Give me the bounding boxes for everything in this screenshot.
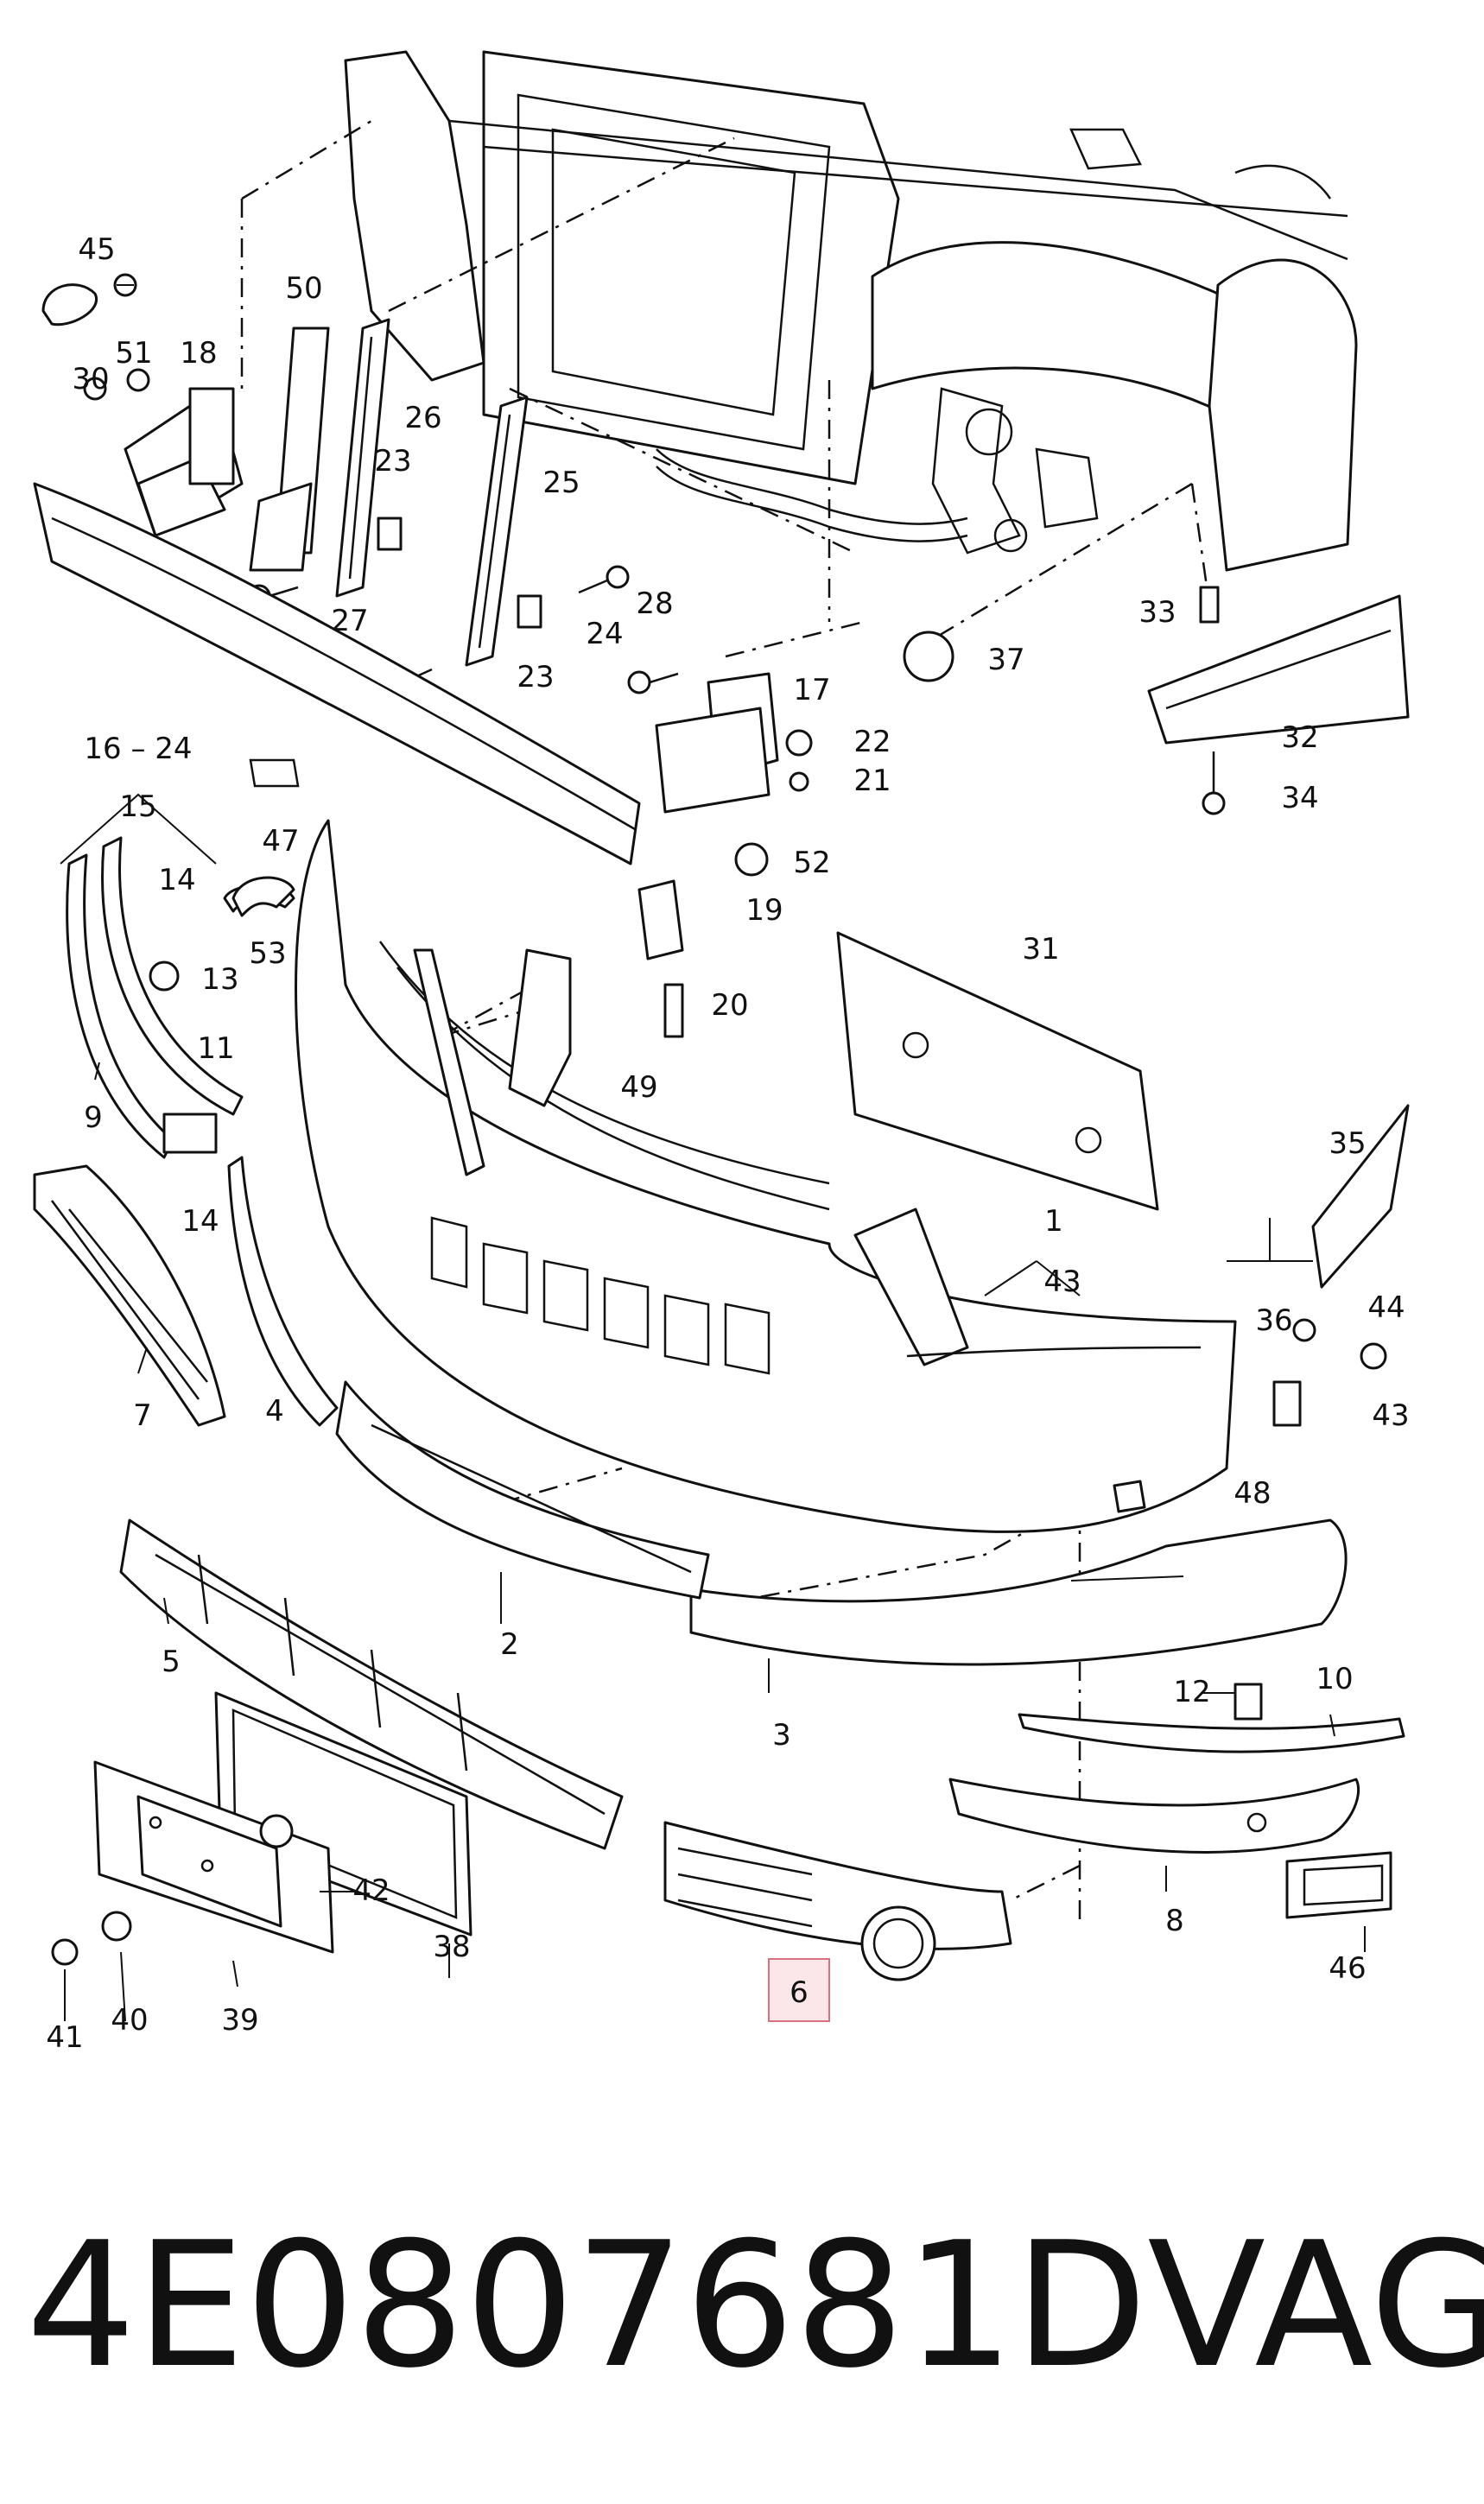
bracket-47 bbox=[249, 758, 300, 788]
callout-23-lower: 23 bbox=[517, 660, 554, 694]
callout-43-upper: 43 bbox=[1043, 1265, 1081, 1299]
brand-name: VAG bbox=[1147, 2205, 1484, 2406]
trim-strip-11-9 bbox=[66, 836, 295, 1159]
callout-16-24: 16 – 24 bbox=[84, 732, 192, 766]
callout-44: 44 bbox=[1367, 1290, 1405, 1325]
callout-50: 50 bbox=[285, 271, 322, 306]
callout-21: 21 bbox=[853, 764, 891, 798]
grille-5 bbox=[119, 1518, 624, 1850]
callout-35: 35 bbox=[1329, 1126, 1366, 1161]
callout-49: 49 bbox=[620, 1070, 657, 1105]
bracket-48 bbox=[1113, 1480, 1146, 1513]
bolt-45-30-51 bbox=[41, 273, 150, 401]
grille-6-fog-light-cover bbox=[663, 1821, 1012, 1981]
callout-17: 17 bbox=[793, 673, 830, 707]
strut-25 bbox=[465, 396, 529, 667]
clip-33-bolt-34 bbox=[1199, 586, 1226, 815]
callout-43-lower: 43 bbox=[1372, 1398, 1409, 1433]
callout-2: 2 bbox=[500, 1627, 519, 1662]
callout-31: 31 bbox=[1022, 932, 1059, 967]
clip-12 bbox=[1233, 1683, 1263, 1721]
callout-10: 10 bbox=[1316, 1662, 1353, 1696]
callout-6-highlight: 6 bbox=[768, 1958, 830, 2022]
callout-46: 46 bbox=[1329, 1951, 1366, 1986]
bolt-36-nut-44-43 bbox=[1272, 1318, 1387, 1427]
bracket-50 bbox=[249, 326, 330, 572]
spoiler-3 bbox=[689, 1518, 1348, 1666]
callout-8: 8 bbox=[1165, 1904, 1184, 1938]
bracket-17-19-20 bbox=[637, 672, 779, 1038]
callout-24: 24 bbox=[586, 617, 623, 651]
clip-53 bbox=[231, 876, 295, 917]
callout-4: 4 bbox=[265, 1394, 284, 1429]
fog-light-46 bbox=[1285, 1851, 1392, 1919]
part-number: 4E0807681D bbox=[26, 2205, 1148, 2406]
callout-3: 3 bbox=[772, 1718, 791, 1753]
leader-lines bbox=[60, 284, 1366, 2022]
callout-39: 39 bbox=[221, 2003, 258, 2038]
callout-33: 33 bbox=[1138, 595, 1176, 630]
callout-42: 42 bbox=[352, 1873, 390, 1908]
callout-labels: 45 51 18 30 50 26 23 25 27 28 24 23 17 2… bbox=[46, 232, 1409, 2055]
plate-holder-39 bbox=[93, 1760, 334, 1954]
callout-19: 19 bbox=[745, 893, 783, 928]
car-front-body bbox=[344, 50, 1358, 572]
callout-45: 45 bbox=[78, 232, 115, 267]
callout-47: 47 bbox=[262, 824, 299, 859]
callout-32: 32 bbox=[1281, 720, 1318, 755]
callout-34: 34 bbox=[1281, 781, 1318, 815]
callout-14-lower: 14 bbox=[181, 1204, 219, 1239]
callout-12: 12 bbox=[1173, 1675, 1210, 1709]
frame-38 bbox=[214, 1691, 472, 1937]
crossmember-9 bbox=[33, 482, 641, 865]
callout-30: 30 bbox=[72, 362, 109, 396]
callout-25: 25 bbox=[542, 466, 580, 500]
callout-38: 38 bbox=[433, 1930, 470, 1964]
fasteners-40-41-42 bbox=[51, 1814, 294, 1966]
callout-14-upper: 14 bbox=[158, 863, 195, 897]
moulding-8-10 bbox=[948, 1713, 1405, 1854]
callout-52: 52 bbox=[793, 846, 830, 880]
callout-1: 1 bbox=[1044, 1204, 1063, 1239]
callout-51: 51 bbox=[115, 336, 152, 371]
callout-53: 53 bbox=[249, 936, 286, 971]
bracket-35 bbox=[1311, 1104, 1410, 1289]
callout-9: 9 bbox=[84, 1100, 103, 1135]
callout-41: 41 bbox=[46, 2020, 83, 2055]
callout-23-upper: 23 bbox=[374, 444, 411, 479]
bracket-32 bbox=[1147, 594, 1410, 745]
callout-28: 28 bbox=[636, 586, 673, 621]
callout-6: 6 bbox=[790, 1975, 809, 2010]
nuts-22-21-52-37 bbox=[734, 631, 954, 877]
callout-18: 18 bbox=[180, 336, 217, 371]
callout-37: 37 bbox=[987, 643, 1024, 677]
callout-27: 27 bbox=[331, 604, 368, 638]
bracket-18 bbox=[124, 387, 244, 537]
callout-7: 7 bbox=[133, 1398, 152, 1433]
clip-23 bbox=[377, 517, 542, 629]
callout-15: 15 bbox=[119, 789, 156, 824]
callout-22: 22 bbox=[853, 725, 891, 759]
bracket-49 bbox=[508, 948, 572, 1107]
cover-31 bbox=[836, 931, 1159, 1211]
callout-20: 20 bbox=[711, 988, 748, 1023]
callout-5: 5 bbox=[162, 1645, 181, 1679]
callout-36: 36 bbox=[1255, 1303, 1292, 1338]
moulding-4 bbox=[227, 1156, 339, 1427]
callout-40: 40 bbox=[111, 2003, 148, 2038]
grille-7 bbox=[33, 1164, 226, 1427]
callout-13: 13 bbox=[201, 962, 238, 997]
callout-26: 26 bbox=[404, 401, 441, 435]
part-number-caption: 4E0807681D VAG bbox=[26, 2194, 1484, 2418]
callout-48: 48 bbox=[1233, 1476, 1271, 1511]
bumper-cover-1 bbox=[295, 819, 1237, 1533]
grille-openings bbox=[430, 1216, 771, 1375]
callout-11: 11 bbox=[197, 1031, 234, 1066]
strut-26 bbox=[335, 318, 390, 598]
grille-2 bbox=[335, 1380, 710, 1600]
